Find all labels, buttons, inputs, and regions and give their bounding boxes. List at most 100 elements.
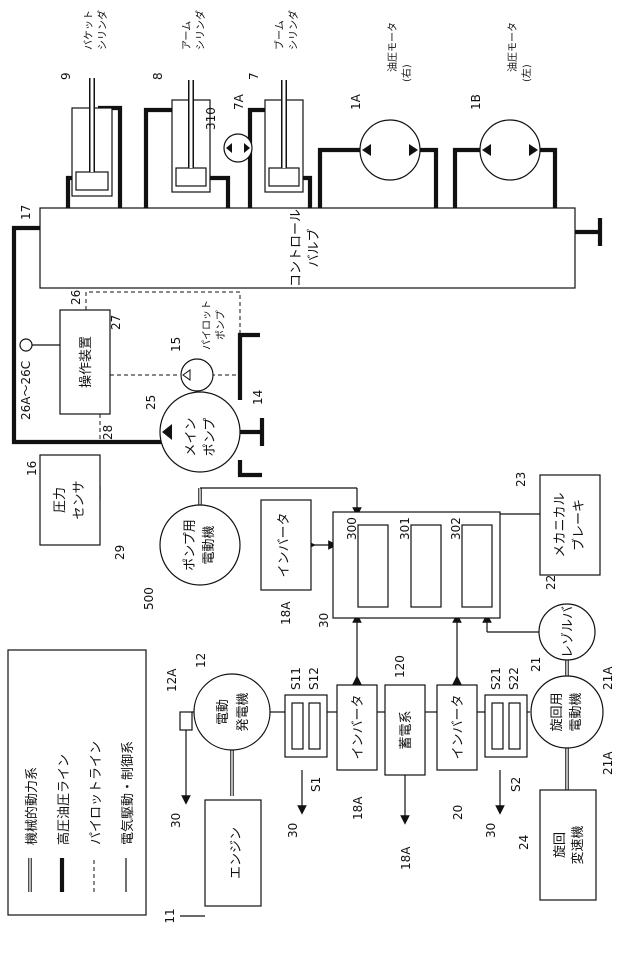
swing-reducer: 旋回 変速機 24: [517, 790, 596, 900]
inverter-generator-label: インバータ: [351, 694, 366, 759]
s1-ref: S1: [309, 777, 323, 792]
line28-ref: 28: [101, 425, 115, 440]
inverter-pump: インバータ 18A: [261, 500, 311, 625]
arm-ref: 8: [151, 72, 165, 80]
pump-motor-label-1: ポンプ用: [183, 519, 198, 571]
controller-unit-300: [358, 525, 388, 607]
bucket-label-1: バケット: [83, 10, 95, 50]
shaft-21a-top: 21A: [601, 666, 615, 690]
control-valve-ref: 17: [19, 205, 33, 220]
legend: 機械的動力系 高圧油圧ライン パイロットライン 電気駆動・制御系: [8, 650, 146, 915]
inverter-generator: インバータ 18A: [337, 685, 377, 820]
motor-generator-ref: 12: [194, 653, 208, 668]
brake-label-2: ブレーキ: [571, 499, 587, 551]
swing-motor-label-2: 電動機: [569, 692, 584, 731]
bucket-ref: 9: [59, 72, 73, 80]
operating-device-label: 操作装置: [78, 336, 94, 388]
controller-302-ref: 302: [449, 517, 463, 540]
brake-label-1: メカニカル: [553, 492, 568, 557]
sensor-12a-ref: 12A: [165, 668, 179, 692]
pilot-pump: パイロット ポンプ 15: [169, 300, 227, 391]
pressure-sensor-ref: 29: [113, 545, 127, 560]
motor-generator-label-2: 発電機: [236, 692, 251, 731]
swing-reducer-ref: 24: [517, 835, 531, 850]
hydraulic-motor-left: 油圧モータ (左) 1B: [469, 22, 540, 180]
line25-ref: 25: [144, 395, 158, 410]
pressure-sensor-label-1: 圧力: [53, 487, 68, 513]
pilot-pump-label-2: ポンプ: [215, 310, 227, 340]
controller-ref: 30: [317, 613, 331, 628]
arm-cylinder: アーム シリンダ 8: [151, 10, 210, 192]
inverter-pump-ref: 18A: [279, 601, 293, 625]
sensor-group-s2: S21 S22 S2 30: [484, 667, 527, 838]
arm-label-2: シリンダ: [194, 10, 207, 50]
storage-ref: 120: [393, 655, 407, 678]
controller-unit-301: [411, 525, 441, 607]
pressure-sensor: 圧力 センサ 29 16: [25, 455, 127, 560]
engine-label: エンジン: [229, 827, 244, 879]
brake-ref: 23: [514, 472, 528, 487]
swing-reducer-label-2: 変速機: [570, 825, 586, 864]
boom-label-1: ブーム: [273, 20, 286, 50]
pump-motor-ref: 500: [142, 587, 156, 610]
controller-300-ref: 300: [345, 517, 359, 540]
control-valve-label-2: バルブ: [306, 228, 322, 267]
inverter-swing-label: インバータ: [451, 694, 466, 759]
sensor-group-s1: S11 S12 S1 30: [285, 667, 327, 838]
to30-b: 30: [484, 823, 498, 838]
motor-right-label-2: (右): [400, 64, 413, 82]
valve-310-ref: 310: [204, 107, 218, 130]
main-pump-label-1: メイン: [184, 417, 199, 456]
resolver-ref: 22: [544, 575, 558, 590]
legend-high-pressure-label: 高圧油圧ライン: [56, 754, 72, 845]
bucket-cylinder: バケット シリンダ 9: [59, 10, 112, 196]
boom-label-2: シリンダ: [287, 10, 300, 50]
s2-ref: S2: [509, 777, 523, 792]
motor-left-label-2: (左): [520, 64, 533, 82]
to30-a: 30: [286, 823, 300, 838]
to30-c: 30: [169, 813, 183, 828]
motor-generator-label-1: 電動: [216, 699, 231, 725]
pump-motor-label-2: 電動機: [202, 525, 217, 564]
boom-cylinder: ブーム シリンダ 7: [247, 10, 303, 192]
sensor-12a: [180, 712, 192, 730]
swing-reducer-label-1: 旋回: [553, 832, 568, 858]
line16-ref: 16: [25, 461, 39, 476]
boom-regen-motor: 7A 310: [204, 93, 252, 162]
mechanical-brake: メカニカル ブレーキ 23: [514, 472, 600, 575]
inverter-pump-label: インバータ: [277, 512, 292, 577]
inverter-generator-ref: 18A: [351, 796, 365, 820]
main-pump-label-2: ポンプ: [203, 418, 218, 457]
arm-label-1: アーム: [181, 21, 193, 50]
s12-ref: S12: [307, 667, 321, 690]
operating-device: 操作装置 26 26A～26C 27 28: [19, 290, 123, 440]
levers-ref: 26A～26C: [19, 361, 33, 420]
line27-ref: 27: [109, 315, 123, 330]
legend-pilot-label: パイロットライン: [89, 741, 104, 845]
resolver-label: レゾルバ: [561, 606, 576, 658]
boom-regen-ref: 7A: [232, 93, 246, 110]
main-pump-ref: 14: [251, 390, 265, 405]
inverter-swing: インバータ 20: [437, 685, 477, 820]
control-valve: コントロール バルブ 17: [19, 205, 575, 288]
control-valve-label-1: コントロール: [289, 209, 304, 287]
legend-mechanical-label: 機械的動力系: [24, 767, 40, 845]
hydraulic-motor-right: 油圧モータ (右) 1A: [349, 22, 420, 180]
pilot-pump-ref: 15: [169, 337, 183, 352]
s21-ref: S21: [489, 667, 503, 690]
controller: 300 301 302 30: [317, 512, 500, 628]
resolver: レゾルバ 22: [539, 575, 595, 660]
swing-motor: 旋回用 電動機 21 21A 21A: [529, 657, 615, 775]
storage-label: 蓄電系: [399, 710, 414, 749]
motor-left-label-1: 油圧モータ: [506, 22, 519, 72]
pressure-sensor-label-2: センサ: [72, 480, 87, 519]
inverter-swing-ref: 20: [451, 805, 465, 820]
boom-ref: 7: [247, 72, 261, 80]
bucket-label-2: シリンダ: [96, 10, 109, 50]
s11-ref: S11: [289, 667, 303, 690]
controller-unit-302: [462, 525, 492, 607]
legend-electrical-label: 電気駆動・制御系: [120, 741, 136, 845]
engine-ref: 11: [163, 908, 177, 923]
pilot-pump-label-1: パイロット: [201, 300, 213, 350]
